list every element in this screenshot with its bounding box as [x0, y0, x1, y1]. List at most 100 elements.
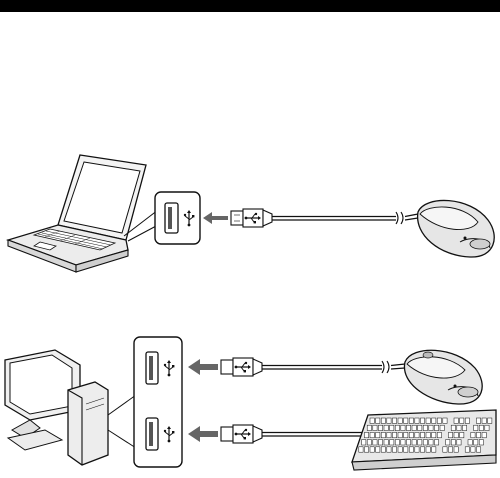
- keyboard-key: [387, 432, 391, 437]
- keyboard-key: [451, 425, 455, 430]
- keyboard-key: [367, 425, 371, 430]
- keyboard-key: [387, 447, 391, 452]
- keyboard-key: [423, 425, 427, 430]
- keyboard-key: [401, 425, 405, 430]
- keyboard-key: [398, 418, 402, 423]
- keyboard-key: [378, 425, 382, 430]
- arrow-left-icon: [203, 212, 228, 224]
- keyboard-key: [381, 447, 385, 452]
- keyboard-key: [468, 440, 472, 445]
- keyboard-key: [362, 440, 366, 445]
- keyboard-key: [412, 425, 416, 430]
- keyboard-key: [451, 440, 455, 445]
- keyboard-key: [432, 432, 436, 437]
- keyboard-key: [370, 432, 374, 437]
- keyboard-key: [432, 418, 436, 423]
- usb-hub-callout: [134, 337, 182, 467]
- keyboard-key: [476, 447, 480, 452]
- mouse: [418, 200, 495, 257]
- keyboard-key: [392, 447, 396, 452]
- keyboard-key: [485, 425, 489, 430]
- keyboard-key: [429, 425, 433, 430]
- desktop-computer: [5, 350, 136, 465]
- keyboard-key: [409, 418, 413, 423]
- keyboard-key: [364, 447, 368, 452]
- keyboard-key: [376, 447, 380, 452]
- keyboard-key: [426, 432, 430, 437]
- keyboard-key: [418, 425, 422, 430]
- keyboard-key: [465, 418, 469, 423]
- laptop-computer: [8, 155, 158, 272]
- keyboard-key: [420, 418, 424, 423]
- keyboard-key: [415, 418, 419, 423]
- keyboard-key: [398, 447, 402, 452]
- keyboard-key: [404, 447, 408, 452]
- keyboard-key: [457, 425, 461, 430]
- keyboard-key: [392, 432, 396, 437]
- keyboard-key: [359, 447, 363, 452]
- keyboard-key: [471, 432, 475, 437]
- keyboard-key: [443, 418, 447, 423]
- keyboard-key: [370, 418, 374, 423]
- keyboard-key: [376, 418, 380, 423]
- arrow-left-icon: [188, 426, 218, 442]
- usb-plug: [221, 358, 262, 376]
- keyboard-key: [443, 447, 447, 452]
- keyboard-key: [448, 432, 452, 437]
- keyboard-key: [423, 440, 427, 445]
- keyboard-key: [434, 425, 438, 430]
- keyboard-key: [390, 425, 394, 430]
- keyboard-key: [448, 447, 452, 452]
- keyboard: [352, 410, 496, 470]
- keyboard-key: [384, 425, 388, 430]
- keyboard-key: [457, 440, 461, 445]
- keyboard-key: [429, 440, 433, 445]
- keyboard-key: [476, 418, 480, 423]
- keyboard-key: [474, 440, 478, 445]
- keyboard-key: [381, 432, 385, 437]
- keyboard-key: [395, 425, 399, 430]
- usb-cable: [262, 361, 405, 373]
- keyboard-key: [420, 432, 424, 437]
- keyboard-key: [373, 425, 377, 430]
- arrow-left-icon: [188, 359, 218, 375]
- keyboard-key: [415, 432, 419, 437]
- keyboard-key: [432, 447, 436, 452]
- keyboard-key: [409, 447, 413, 452]
- keyboard-key: [384, 440, 388, 445]
- keyboard-key: [476, 432, 480, 437]
- keyboard-key: [471, 447, 475, 452]
- keyboard-key: [404, 418, 408, 423]
- keyboard-key: [437, 432, 441, 437]
- keyboard-key: [367, 440, 371, 445]
- keyboard-key: [482, 418, 486, 423]
- keyboard-key: [398, 432, 402, 437]
- keyboard-key: [376, 432, 380, 437]
- keyboard-key: [479, 425, 483, 430]
- keyboard-key: [390, 440, 394, 445]
- keyboard-key: [415, 447, 419, 452]
- keyboard-key: [474, 425, 478, 430]
- keyboard-key: [364, 432, 368, 437]
- keyboard-key: [454, 432, 458, 437]
- keyboard-key: [406, 425, 410, 430]
- keyboard-key: [395, 440, 399, 445]
- keyboard-key: [446, 440, 450, 445]
- usb-cable: [272, 212, 418, 224]
- usb-plug: [221, 425, 262, 443]
- keyboard-key: [482, 432, 486, 437]
- keyboard-key: [460, 432, 464, 437]
- usb-plug: [231, 209, 272, 227]
- keyboard-key: [373, 440, 377, 445]
- keyboard-key: [392, 418, 396, 423]
- keyboard-key: [426, 418, 430, 423]
- usb-port-callout: [155, 192, 200, 244]
- keyboard-key: [460, 418, 464, 423]
- keyboard-key: [418, 440, 422, 445]
- keyboard-key: [404, 432, 408, 437]
- usb-cable: [262, 433, 368, 437]
- keyboard-key: [465, 447, 469, 452]
- keyboard-key: [370, 447, 374, 452]
- keyboard-key: [454, 447, 458, 452]
